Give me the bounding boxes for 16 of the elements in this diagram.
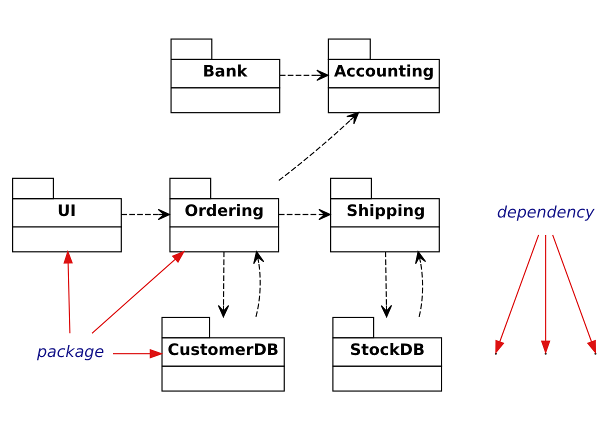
arrow xyxy=(415,250,426,316)
arrow xyxy=(218,251,230,317)
arrow xyxy=(278,208,331,220)
arrow xyxy=(63,249,73,333)
arrow xyxy=(495,234,540,354)
node-text: dependency xyxy=(496,202,594,222)
arrow xyxy=(278,111,360,180)
node-text: package xyxy=(36,341,104,360)
arrow xyxy=(92,250,186,334)
arrow xyxy=(121,208,170,220)
arrow xyxy=(280,69,329,80)
arrow xyxy=(380,251,392,317)
arrow xyxy=(113,348,164,358)
arrow xyxy=(552,234,596,354)
arrow xyxy=(253,250,264,316)
arrow xyxy=(540,234,550,354)
